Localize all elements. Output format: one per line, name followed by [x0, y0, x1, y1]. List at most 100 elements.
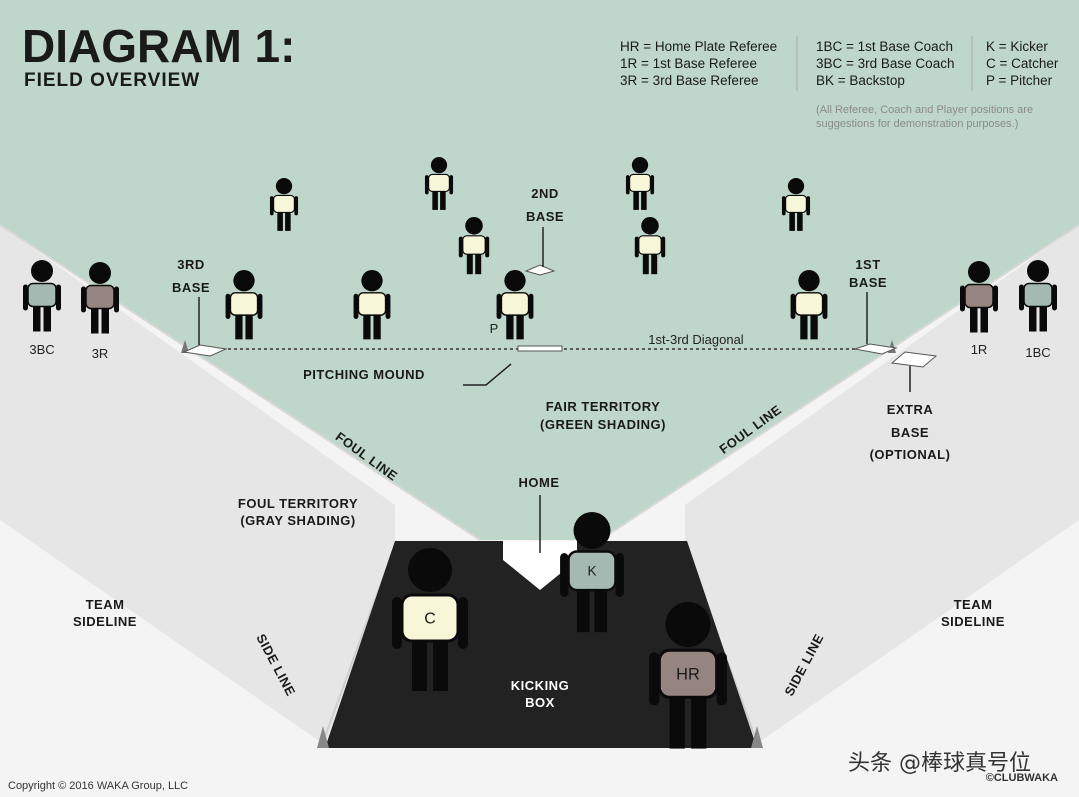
legend-item: HR = Home Plate Referee [620, 39, 777, 54]
team-sideline-left-label: SIDELINE [73, 614, 137, 629]
person-leg [1029, 305, 1037, 332]
person-label-pitcher: P [490, 321, 499, 336]
person-head [89, 262, 111, 284]
legend-item: BK = Backstop [816, 73, 905, 88]
fielder-icon [424, 157, 454, 210]
person-arm [449, 175, 454, 195]
fielder-icon [269, 178, 299, 231]
person-shirt [500, 292, 530, 316]
person-head [573, 511, 611, 549]
third-base-label: 3RD [177, 257, 205, 272]
second-base [524, 264, 556, 276]
coach-1bc-icon [1019, 260, 1057, 332]
fielder-icon [625, 157, 655, 210]
fair-territory-label: (GREEN SHADING) [540, 417, 666, 432]
person-head [798, 270, 820, 292]
person-shirt [428, 173, 450, 192]
person-arm [1052, 284, 1057, 311]
fielder-icon [790, 270, 828, 340]
person-arm [458, 597, 468, 649]
person-leg [641, 190, 647, 210]
extra-base-label: (OPTIONAL) [870, 447, 951, 462]
person-shirt-label: HR [676, 665, 700, 683]
person-leg [691, 695, 707, 749]
first-base-label: BASE [849, 275, 887, 290]
person-shirt [567, 550, 617, 592]
diagram-subtitle: FIELD OVERVIEW [24, 70, 200, 91]
person-leg [91, 307, 99, 334]
person-leg [432, 190, 438, 210]
person-leg [33, 305, 41, 332]
person-leg [363, 314, 371, 340]
pitching-rubber [517, 345, 563, 352]
diagonal-label: 1st-3rd Diagonal [648, 332, 743, 347]
kicking-box-label: BOX [525, 695, 555, 710]
coach-3bc-icon [23, 260, 61, 332]
third-base-label: BASE [172, 280, 210, 295]
person-head [631, 157, 649, 174]
person-shirt [1023, 282, 1053, 308]
foul-line-left-stroke [0, 224, 481, 541]
person-head [1027, 260, 1049, 282]
person-head [465, 217, 483, 235]
first-base-label: 1ST [855, 257, 880, 272]
foul-line-right-stroke [599, 224, 1079, 541]
person-leg [101, 307, 109, 334]
person-arm [385, 293, 391, 319]
person-arm [269, 196, 274, 216]
person-head [31, 260, 53, 282]
person-leg [412, 639, 427, 691]
legend-note: (All Referee, Coach and Player positions… [816, 104, 1033, 116]
person-head [233, 270, 255, 292]
fielder-icon [781, 178, 811, 231]
person-head [430, 157, 448, 174]
person-arm [960, 285, 965, 312]
person-arm [496, 293, 502, 319]
person-label-1bc: 1BC [1025, 345, 1050, 360]
person-leg [789, 211, 795, 231]
person-leg [440, 190, 446, 210]
person-arm [649, 652, 660, 706]
person-shirt [638, 235, 662, 255]
person-arm [661, 236, 666, 258]
kicking-box [325, 541, 757, 748]
referee-1r-icon [960, 261, 998, 333]
person-arm [528, 293, 534, 319]
legend-item: C = Catcher [986, 56, 1059, 71]
person-leg [433, 639, 448, 691]
diagram-title: DIAGRAM 1: [22, 20, 295, 72]
person-arm [650, 175, 655, 195]
person-label-3r: 3R [92, 346, 109, 361]
person-head [275, 178, 293, 195]
person-arm [294, 196, 299, 216]
person-leg [970, 306, 978, 333]
home-label: HOME [519, 475, 560, 490]
person-shirt [657, 648, 719, 699]
referee-3r-icon [81, 262, 119, 334]
person-arm [822, 293, 828, 319]
person-leg [506, 314, 514, 340]
person-leg [373, 314, 381, 340]
extra-base [890, 351, 938, 368]
foul-territory-left [0, 225, 395, 745]
person-shirt [357, 292, 387, 316]
person-shirt [273, 194, 295, 213]
person-shirt [400, 593, 460, 643]
person-shirt [785, 194, 807, 213]
person-arm [353, 293, 359, 319]
person-leg [475, 253, 482, 275]
person-head [787, 178, 805, 195]
catcher-icon: C [392, 548, 468, 691]
extra-base-label: EXTRA [887, 402, 934, 417]
person-leg [516, 314, 524, 340]
person-arm [485, 236, 490, 258]
person-leg [633, 190, 639, 210]
legend-item: 1BC = 1st Base Coach [816, 39, 953, 54]
legend-item: P = Pitcher [986, 73, 1053, 88]
team-sideline-right-label: TEAM [954, 597, 993, 612]
extra-base-label: BASE [891, 425, 929, 440]
person-arm [23, 284, 28, 311]
fielder-icon [458, 217, 490, 275]
